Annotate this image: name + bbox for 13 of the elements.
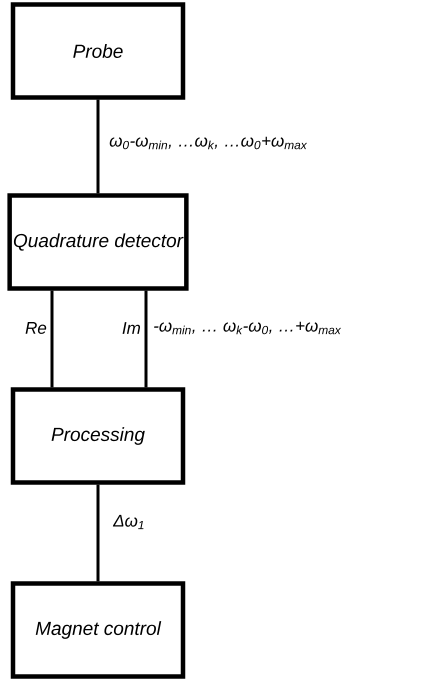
edge-label: Δω$_{1}$ bbox=[112, 514, 144, 530]
connector-line bbox=[50, 290, 54, 388]
edge-label: Re bbox=[26, 322, 46, 334]
process-box: Probe bbox=[10, 2, 186, 100]
edge-label: ω$_{0}$-ω$_{min}$, …ω$_{k}$, …ω$_{0}$+ω$_{max}$ bbox=[110, 136, 308, 150]
edge-label: Im bbox=[122, 322, 140, 334]
connector-line bbox=[96, 100, 100, 194]
process-box: Processing bbox=[10, 387, 186, 485]
process-box: Quadrature detector bbox=[7, 193, 189, 291]
frequency-label: -ω$_{min}$, … ω$_{k}$-ω$_{0}$, …+ω$_{max}$ bbox=[154, 322, 342, 334]
connector-line bbox=[144, 290, 148, 388]
process-box: Magnet control bbox=[10, 581, 186, 679]
connector-line bbox=[96, 484, 100, 582]
